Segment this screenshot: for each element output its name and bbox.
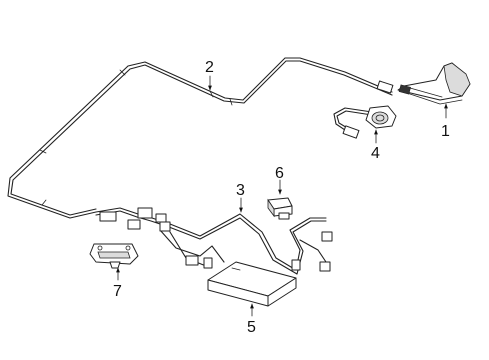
bracket-module xyxy=(89,243,139,269)
harness-connector-end xyxy=(376,80,394,94)
callout-5: 5 xyxy=(247,319,256,336)
secondary-harness xyxy=(95,207,333,275)
antenna-lead xyxy=(333,105,397,139)
roof-antenna xyxy=(397,62,471,105)
callout-leaders xyxy=(116,75,448,317)
small-connector xyxy=(267,197,293,220)
control-module xyxy=(207,261,297,307)
callout-1: 1 xyxy=(441,123,450,140)
callout-4: 4 xyxy=(371,145,380,162)
callout-6: 6 xyxy=(275,165,284,182)
callout-2: 2 xyxy=(205,59,214,76)
connector xyxy=(99,211,117,222)
callout-3: 3 xyxy=(236,182,245,199)
main-cable-harness xyxy=(7,57,394,219)
callout-7: 7 xyxy=(113,283,122,300)
